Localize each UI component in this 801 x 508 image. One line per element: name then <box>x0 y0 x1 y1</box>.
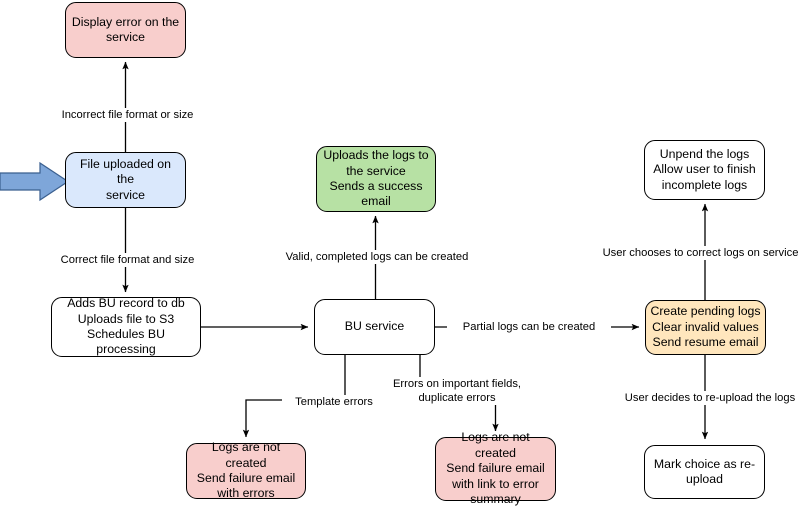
edge-label-correct-file-format: Correct file format and size <box>0 253 255 267</box>
edge-label-user-corrects-logs: User chooses to correct logs on service <box>596 246 801 260</box>
node-uploads-logs-success[interactable]: Uploads the logs to the service Sends a … <box>316 146 436 212</box>
entry-block-arrow-icon <box>0 161 70 202</box>
node-file-uploaded-on-service[interactable]: File uploaded on the service <box>65 152 186 208</box>
node-create-pending-logs[interactable]: Create pending logs Clear invalid values… <box>645 300 766 355</box>
edge-label-partial-logs: Partial logs can be created <box>447 320 611 334</box>
edge-label-user-decides-reupload: User decides to re-upload the logs <box>615 391 801 405</box>
node-bu-service[interactable]: BU service <box>314 299 435 355</box>
edge-label-errors-important-fields: Errors on important fields, duplicate er… <box>385 377 529 405</box>
edge-label-template-errors: Template errors <box>282 395 386 409</box>
node-display-error[interactable]: Display error on the service <box>65 2 186 58</box>
node-logs-not-created-error-summary[interactable]: Logs are not created Send failure email … <box>435 430 556 506</box>
node-mark-choice-as-reupload[interactable]: Mark choice as re- upload <box>644 445 765 499</box>
node-unpend-logs[interactable]: Unpend the logs Allow user to finish inc… <box>644 140 765 200</box>
edge-label-valid-completed-logs: Valid, completed logs can be created <box>255 250 499 264</box>
node-adds-bu-record[interactable]: Adds BU record to db Uploads file to S3 … <box>51 296 201 357</box>
edge-label-incorrect-file-format: Incorrect file format or size <box>0 108 255 122</box>
node-logs-not-created-with-errors[interactable]: Logs are not created Send failure email … <box>186 440 306 500</box>
